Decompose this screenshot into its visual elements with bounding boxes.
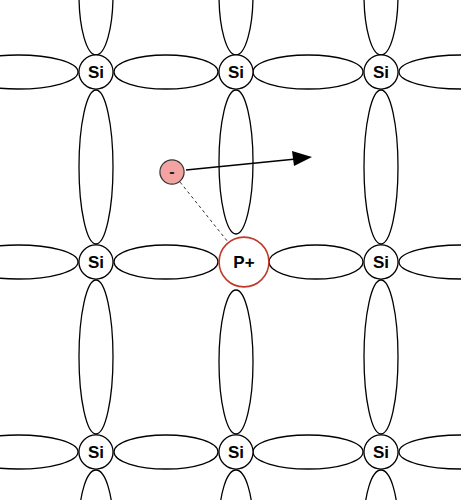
silicon-atom: Si (363, 244, 399, 280)
silicon-atom: Si (363, 434, 399, 470)
bond (219, 90, 253, 234)
bond (253, 55, 363, 89)
attraction-line (180, 182, 228, 242)
bond (219, 0, 253, 55)
bond (399, 245, 461, 279)
bond (253, 435, 363, 469)
electron: - (159, 159, 185, 185)
charge-sign: - (169, 164, 174, 180)
atom-label: Si (373, 254, 389, 271)
silicon-atom: Si (78, 244, 114, 280)
bond (0, 55, 78, 89)
atom-label: Si (373, 444, 389, 461)
motion-arrow (186, 159, 296, 170)
atom-label: Si (228, 444, 244, 461)
atom-label: P+ (233, 254, 254, 271)
bond (399, 435, 461, 469)
bond (364, 0, 398, 55)
bond (0, 435, 78, 469)
bond (364, 280, 398, 434)
atom-label: Si (88, 64, 104, 81)
atom-label: Si (373, 64, 389, 81)
silicon-atom: Si (218, 434, 254, 470)
bond (219, 470, 253, 500)
atom-label: Si (228, 64, 244, 81)
silicon-atom: Si (78, 434, 114, 470)
atom-label: Si (88, 254, 104, 271)
bond (0, 245, 78, 279)
silicon-atom: Si (78, 54, 114, 90)
bond (364, 470, 398, 500)
bond (269, 245, 363, 279)
bond (364, 90, 398, 244)
bond (114, 435, 218, 469)
bond (399, 55, 461, 89)
arrow-head (292, 151, 312, 166)
bond (79, 90, 113, 244)
atom-label: Si (88, 444, 104, 461)
bond (114, 55, 218, 89)
bond (79, 0, 113, 55)
bond (219, 290, 253, 434)
bond (114, 245, 218, 279)
silicon-atom: Si (363, 54, 399, 90)
bond (79, 280, 113, 434)
silicon-atom: Si (218, 54, 254, 90)
bond (79, 470, 113, 500)
donor-atom: P+ (218, 236, 270, 288)
